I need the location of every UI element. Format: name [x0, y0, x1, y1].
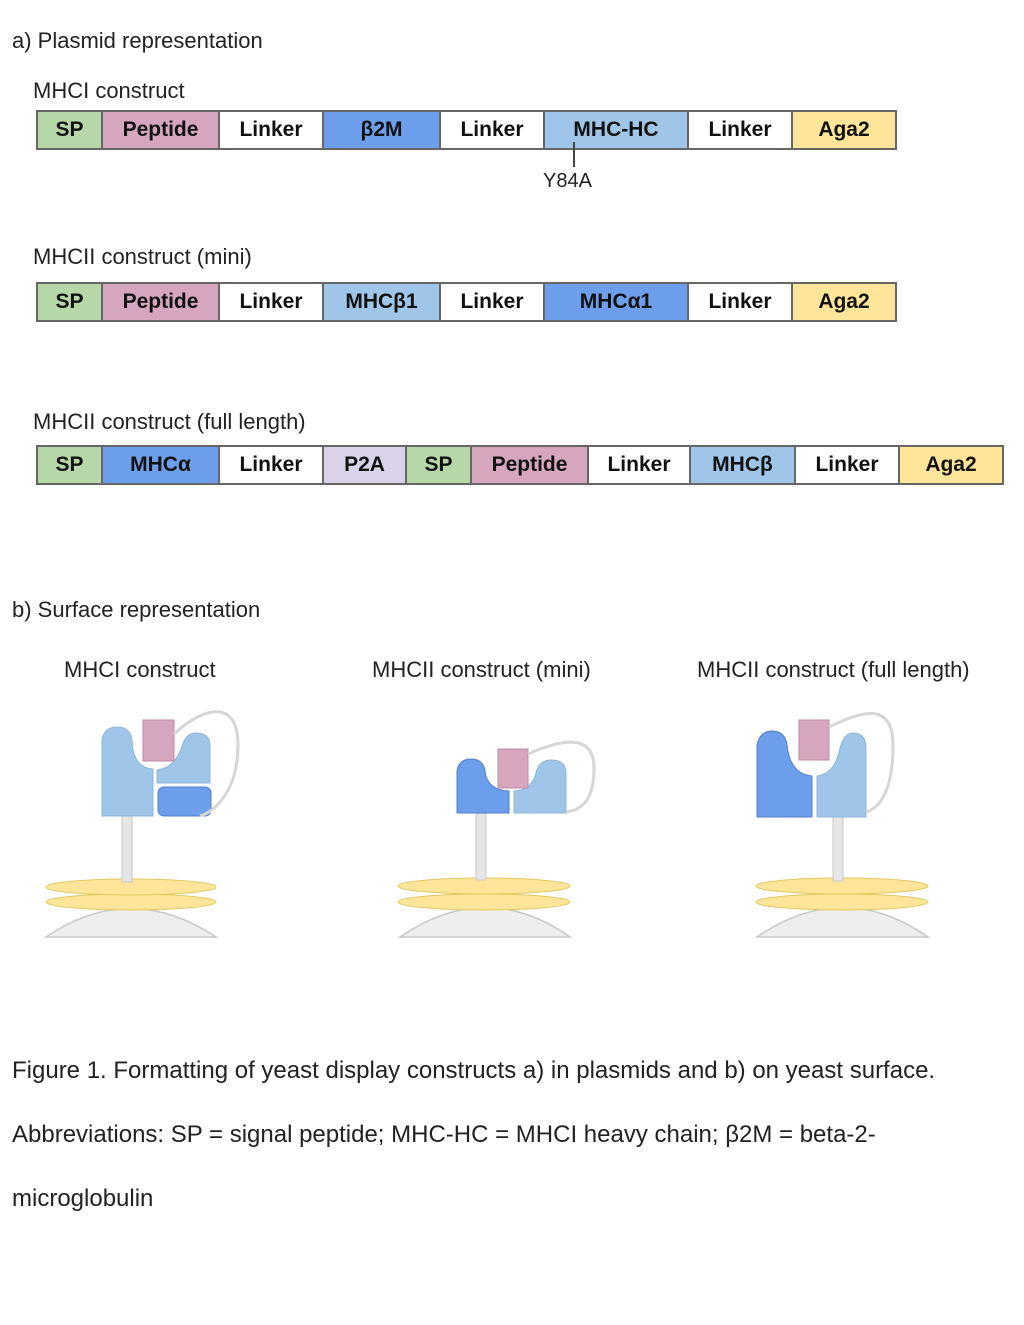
- aga2-stalk: [475, 812, 487, 881]
- peptide-block: [497, 748, 529, 789]
- aga1-disc: [45, 893, 217, 911]
- mutation-tick: [573, 142, 575, 167]
- segment-linker: Linker: [439, 110, 545, 150]
- segment-sp: SP: [36, 110, 103, 150]
- segment-aga2: Aga2: [791, 282, 897, 322]
- mhc-heavy-chain-domain: [156, 732, 211, 784]
- mhcii-mini-construct-title: MHCII construct (mini): [33, 244, 252, 269]
- segment-linker: Linker: [687, 110, 793, 150]
- mhcii-full-plasmid-bar: SP MHCα Linker P2A SP Peptide Linker MHC…: [36, 445, 1004, 485]
- surface-title-mhci: MHCI construct: [64, 657, 216, 682]
- segment-mhc-hc: MHC-HC: [543, 110, 689, 150]
- mhcii-mini-plasmid-bar: SP Peptide Linker MHCβ1 Linker MHCα1 Lin…: [36, 282, 897, 322]
- segment-linker: Linker: [794, 445, 900, 485]
- segment-peptide: Peptide: [470, 445, 589, 485]
- linker-tether: [828, 711, 895, 814]
- aga1-disc: [755, 893, 929, 911]
- segment-sp: SP: [36, 282, 103, 322]
- mhc-heavy-chain: [101, 726, 154, 817]
- segment-peptide: Peptide: [101, 110, 220, 150]
- segment-sp: SP: [36, 445, 103, 485]
- yeast-cell-wall: [754, 906, 931, 938]
- segment-linker: Linker: [687, 282, 793, 322]
- mhcii-full-surface-diagram: [754, 711, 931, 938]
- segment-aga2: Aga2: [898, 445, 1004, 485]
- mhcii-mini-surface-diagram: [397, 740, 596, 938]
- mhci-plasmid-bar: SP Peptide Linker β2M Linker MHC-HC Link…: [36, 110, 897, 150]
- segment-peptide: Peptide: [101, 282, 220, 322]
- segment-linker: Linker: [218, 445, 324, 485]
- mhci-surface-diagram: [43, 710, 240, 938]
- peptide-block: [142, 719, 175, 762]
- segment-linker: Linker: [218, 282, 324, 322]
- mhc-alpha-chain: [756, 730, 813, 818]
- section-a-heading: a) Plasmid representation: [12, 28, 263, 53]
- segment-linker: Linker: [439, 282, 545, 322]
- section-b-heading: b) Surface representation: [12, 597, 261, 622]
- mhc-beta-chain: [816, 732, 867, 818]
- segment-b2m: β2M: [322, 110, 441, 150]
- mhcii-full-construct-title: MHCII construct (full length): [33, 409, 306, 434]
- surface-title-mhcii-mini: MHCII construct (mini): [372, 657, 591, 682]
- segment-mhcb1: MHCβ1: [322, 282, 441, 322]
- aga2-stalk: [832, 814, 844, 882]
- segment-p2a: P2A: [322, 445, 407, 485]
- mhc-alpha1-domain: [456, 758, 510, 814]
- yeast-cell-wall: [397, 906, 573, 938]
- mutation-label: Y84A: [543, 170, 592, 192]
- linker-tether: [172, 710, 240, 818]
- segment-sp: SP: [405, 445, 472, 485]
- segment-mhca1: MHCα1: [543, 282, 689, 322]
- linker-tether: [527, 740, 596, 814]
- segment-mhcb: MHCβ: [689, 445, 796, 485]
- segment-linker: Linker: [587, 445, 691, 485]
- segment-mhca: MHCα: [101, 445, 220, 485]
- segment-linker: Linker: [218, 110, 324, 150]
- figure-caption: Figure 1. Formatting of yeast display co…: [12, 1057, 936, 1212]
- surface-title-mhcii-full: MHCII construct (full length): [697, 657, 970, 682]
- aga2-stalk: [121, 815, 133, 883]
- segment-aga2: Aga2: [791, 110, 897, 150]
- yeast-cell-wall: [43, 907, 219, 938]
- b2m-domain: [157, 786, 212, 817]
- mhci-construct-title: MHCI construct: [33, 78, 185, 103]
- peptide-block: [798, 719, 830, 761]
- aga1-disc: [397, 893, 571, 911]
